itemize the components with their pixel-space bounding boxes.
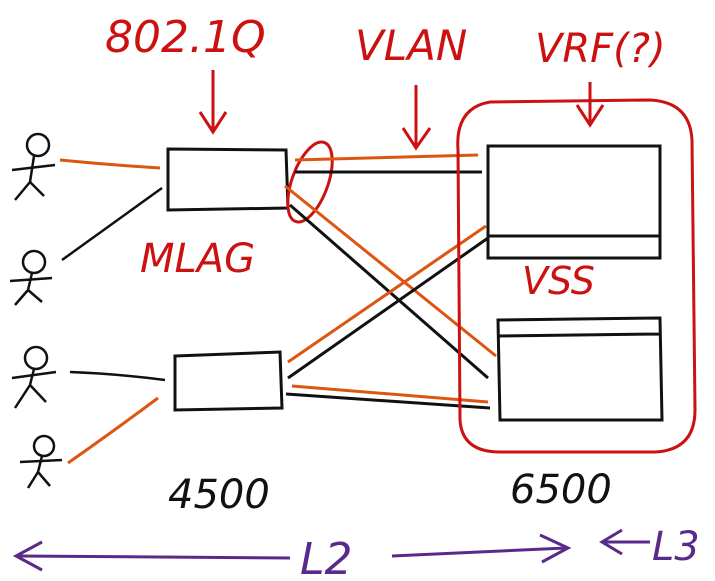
uplink-a2-c1-black [287, 236, 489, 380]
uplink-a1-c2-orange [284, 184, 497, 358]
vss-boundary [456, 98, 697, 454]
label-802-1q: 802.1Q [105, 12, 266, 63]
link-user2-access1 [61, 186, 163, 262]
label-vrf: VRF(?) [535, 26, 666, 72]
label-vlan: VLAN [355, 21, 467, 70]
label-vss: VSS [522, 259, 595, 303]
user-icon [9, 249, 53, 306]
access-switch-1 [166, 147, 290, 212]
l2-range-arrow [12, 533, 572, 572]
l3-arrow [599, 528, 650, 556]
mlag-bundle-circle [286, 140, 334, 224]
uplink-a1-c1-orange [294, 153, 479, 162]
access-switch-2 [173, 350, 284, 412]
uplink-a2-c2-orange [291, 384, 489, 404]
link-user3-access2 [69, 370, 166, 382]
label-access-model: 4500 [168, 472, 270, 518]
core-switch-1 [486, 144, 662, 260]
core-switch-2 [496, 316, 664, 422]
label-core-model: 6500 [510, 467, 612, 513]
label-l3: L3 [652, 524, 700, 570]
label-l2: L2 [300, 534, 353, 581]
user-icon [11, 132, 56, 201]
arrow-802-1q [198, 70, 228, 135]
uplink-a2-c2-black [285, 392, 491, 410]
link-user1-access1 [59, 158, 161, 170]
link-user4-access2 [67, 396, 159, 465]
uplink-a2-c1-orange [287, 224, 487, 364]
user-icon [11, 345, 57, 409]
arrow-vlan [401, 85, 432, 151]
arrow-vrf [575, 82, 605, 128]
user-icon [19, 434, 63, 489]
label-mlag: MLAG [140, 236, 255, 282]
